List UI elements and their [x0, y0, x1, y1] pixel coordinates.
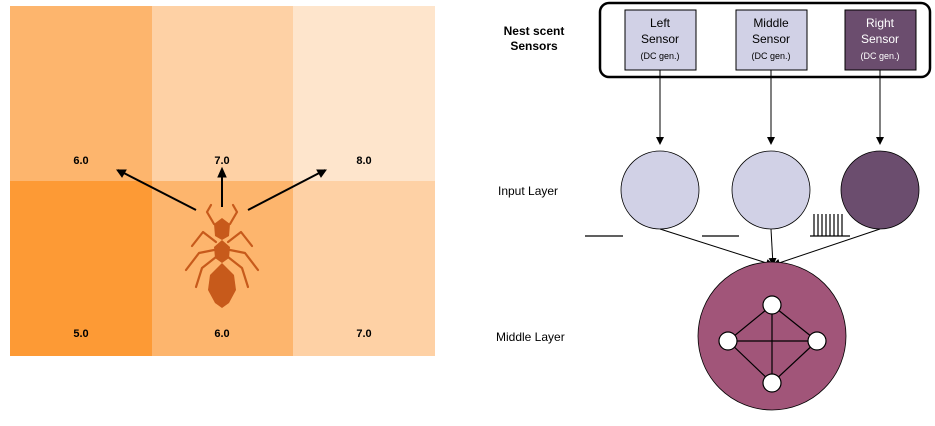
middle-neuron-bottom: [762, 373, 782, 393]
sensor-right-word: Sensor: [861, 32, 899, 46]
right-sensor-arrow: [247, 169, 326, 211]
grid-value-top-middle: 7.0: [214, 155, 229, 167]
connection-bottom-left: [727, 340, 773, 384]
grid-cell-bottom-right: [293, 181, 435, 356]
grid-value-bottom-left: 5.0: [73, 328, 88, 340]
grid-cell-top-middle: [152, 6, 293, 181]
sensor-left-name: Left: [650, 16, 671, 30]
grid-value-bottom-right: 7.0: [356, 328, 371, 340]
input-middle-arrows: [659, 228, 881, 267]
spike-trains: [585, 214, 850, 237]
input-neuron-middle: [731, 150, 811, 230]
connection-right-bottom: [771, 340, 818, 384]
connection-top-right: [771, 304, 818, 342]
left-sensor-arrowhead-icon: [116, 169, 127, 178]
sensors-container: [598, 1, 932, 79]
middle-layer-label: Middle Layer: [496, 330, 565, 344]
grid-cell-top-right: [293, 6, 435, 181]
right-sensor-arrowhead-icon: [316, 169, 327, 178]
grid-value-top-left: 6.0: [73, 155, 88, 167]
grid-cell-top-left: [10, 6, 152, 181]
arrow-middle-input-to-middle: [768, 228, 777, 266]
input-neuron-left: [620, 150, 700, 230]
middle-neuron-left: [718, 331, 738, 351]
sensor-middle: Middle Sensor (DC gen.): [735, 9, 808, 71]
grid-value-top-right: 8.0: [356, 155, 371, 167]
spike-train-right: [810, 214, 850, 237]
sensor-right-name: Right: [866, 16, 895, 30]
sensor-left-word: Sensor: [641, 32, 679, 46]
grid-value-bottom-middle: 6.0: [214, 328, 229, 340]
middle-layer-connections: [727, 304, 818, 384]
sensor-right: Right Sensor (DC gen.): [844, 9, 917, 71]
middle-layer-neurons: [718, 295, 827, 393]
ant-icon: [184, 203, 260, 308]
sensor-middle-box: [735, 9, 808, 71]
sensor-right-sub: (DC gen.): [860, 51, 899, 61]
sensor-direction-arrows: [116, 166, 327, 211]
sensor-left: Left Sensor (DC gen.): [624, 9, 697, 71]
middle-sensor-arrowhead-icon: [217, 166, 227, 178]
sensor-middle-sub: (DC gen.): [751, 51, 790, 61]
arrow-right-input-to-middle: [772, 228, 881, 267]
arrow-left-input-to-middle: [659, 228, 774, 267]
sensor-left-box: [624, 9, 697, 71]
grid-cell-bottom-left: [10, 181, 152, 356]
sensor-middle-word: Sensor: [752, 32, 790, 46]
input-neuron-right: [840, 150, 920, 230]
middle-neuron-right: [807, 331, 827, 351]
sensors-heading-line1: Nest scent: [504, 24, 565, 38]
middle-neuron-top: [762, 295, 782, 315]
sensor-left-sub: (DC gen.): [640, 51, 679, 61]
input-layer-label: Input Layer: [498, 184, 558, 198]
sensors-heading: Nest scent Sensors: [504, 24, 565, 53]
sensor-middle-name: Middle: [753, 16, 789, 30]
sensor-input-arrows: [656, 70, 884, 145]
left-sensor-arrow: [117, 169, 197, 211]
sensors-heading-line2: Sensors: [510, 39, 558, 53]
